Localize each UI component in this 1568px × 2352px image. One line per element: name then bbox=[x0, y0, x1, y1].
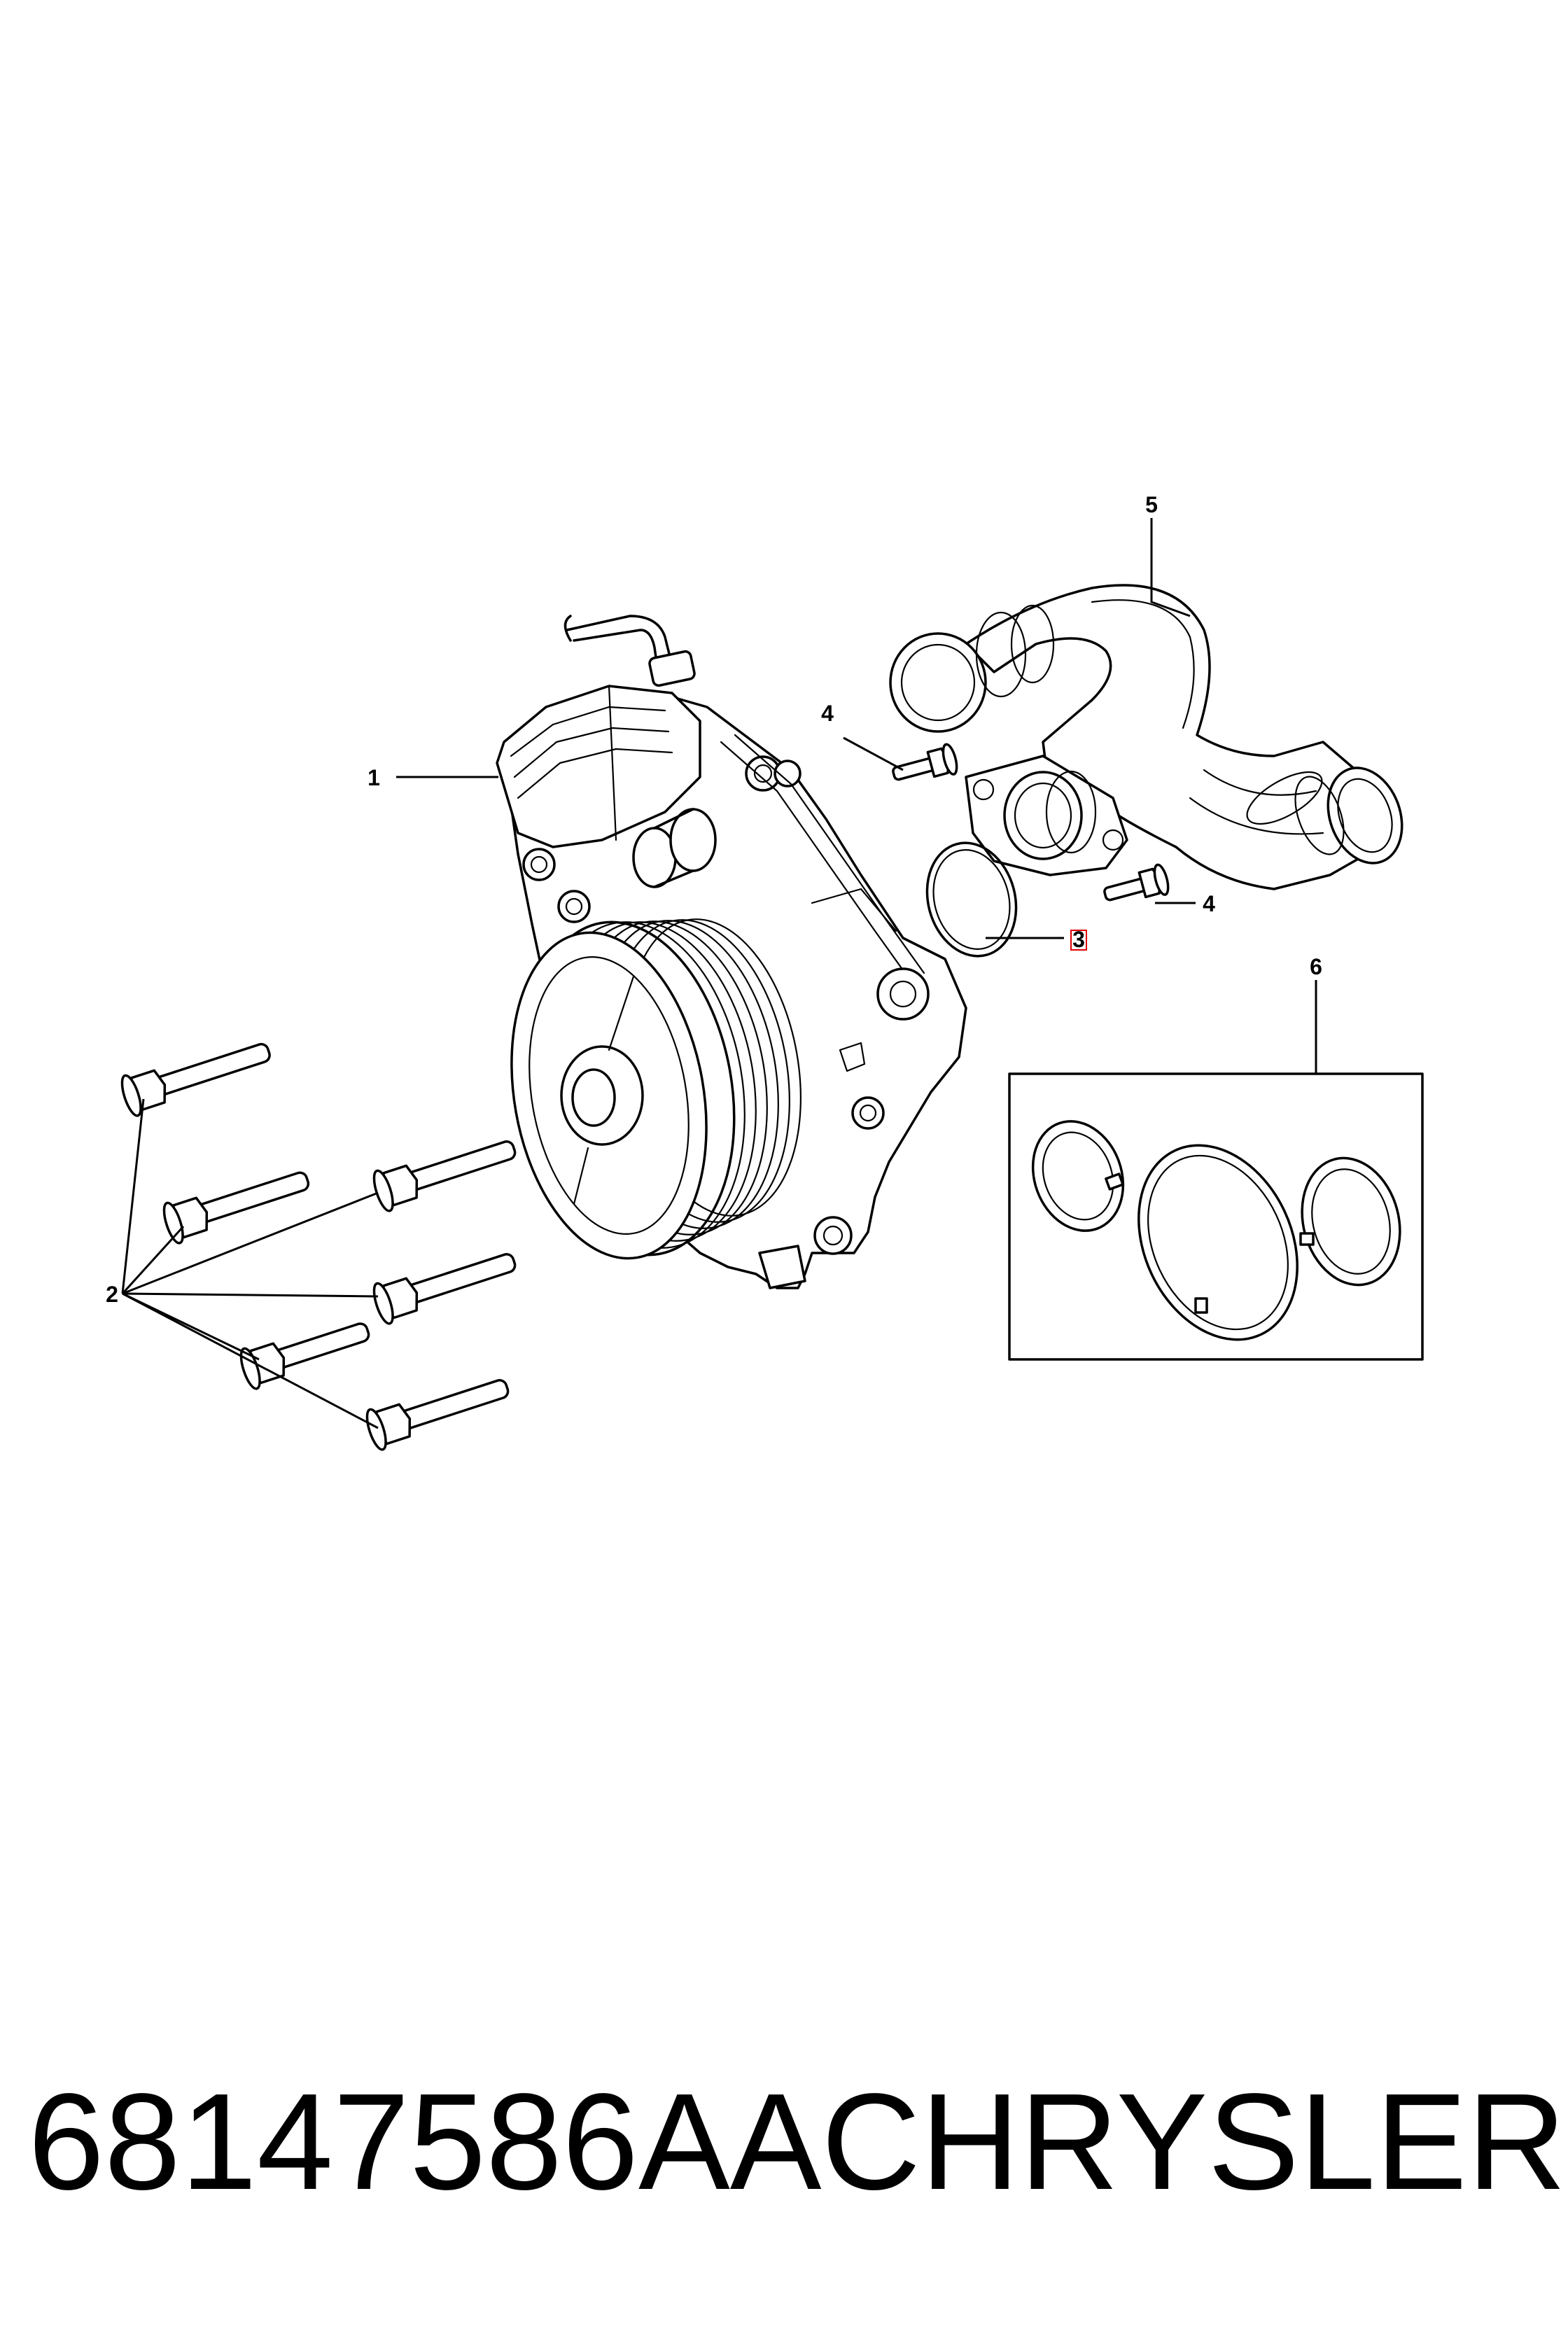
tube-screws bbox=[892, 743, 1170, 902]
water-pump bbox=[496, 615, 967, 1289]
callout-3-highlight bbox=[1070, 930, 1087, 951]
coolant-tube bbox=[889, 584, 1404, 890]
footer: 68147586AA CHRYSLER bbox=[28, 2051, 1566, 2233]
gasket-kit-frame bbox=[1008, 1072, 1424, 1361]
callout-2: 2 bbox=[106, 1282, 118, 1307]
bolt-leaders bbox=[121, 1098, 379, 1429]
pump-bolts bbox=[120, 1042, 517, 1451]
callout-4-lower: 4 bbox=[1203, 891, 1215, 916]
gasket-kit bbox=[1008, 1072, 1424, 1361]
brand-name: CHRYSLER bbox=[821, 2065, 1567, 2218]
callout-5: 5 bbox=[1145, 492, 1158, 517]
callout-4-upper: 4 bbox=[821, 701, 834, 726]
o-ring bbox=[925, 841, 1018, 958]
callout-1: 1 bbox=[368, 765, 380, 790]
part-number: 68147586AA bbox=[28, 2065, 822, 2218]
leader-lines bbox=[121, 518, 1317, 1429]
callout-6: 6 bbox=[1310, 954, 1322, 979]
callout-3: 3 bbox=[1072, 927, 1085, 952]
